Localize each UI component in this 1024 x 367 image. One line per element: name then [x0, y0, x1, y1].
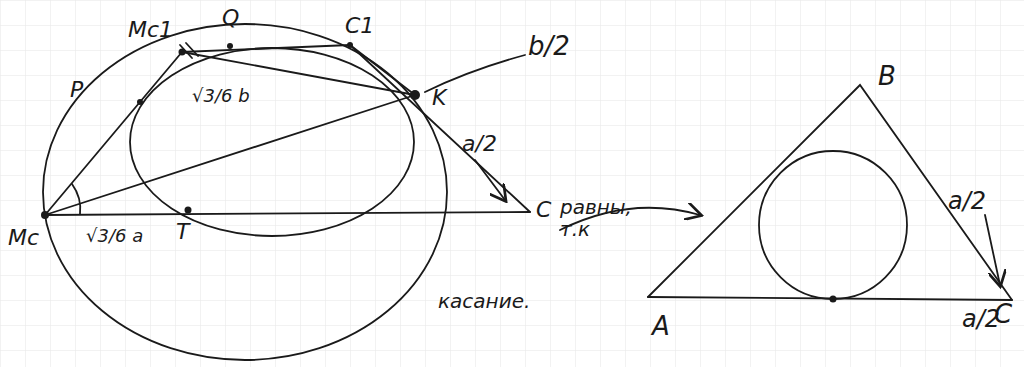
- point-label: b/2: [528, 32, 570, 61]
- point-label: C1: [345, 14, 374, 38]
- point-label: C: [994, 300, 1012, 329]
- point-label: A: [652, 312, 670, 341]
- point-label: T: [176, 220, 189, 244]
- point-label: P: [70, 78, 83, 102]
- point-label: равны, т.к: [560, 196, 624, 240]
- point-label: C: [536, 198, 551, 222]
- point-label: √3/6 b: [192, 86, 250, 106]
- point-label: K: [432, 86, 446, 110]
- point-label: B: [878, 62, 896, 91]
- point-label: a/2: [462, 132, 497, 156]
- point-label: Q: [222, 6, 239, 30]
- point-label: касание.: [438, 290, 530, 312]
- point-label: Mc1: [128, 18, 173, 42]
- point-label: Mc: [8, 226, 39, 250]
- point-label: √3/6 a: [86, 226, 143, 246]
- point-label: a/2: [948, 188, 986, 214]
